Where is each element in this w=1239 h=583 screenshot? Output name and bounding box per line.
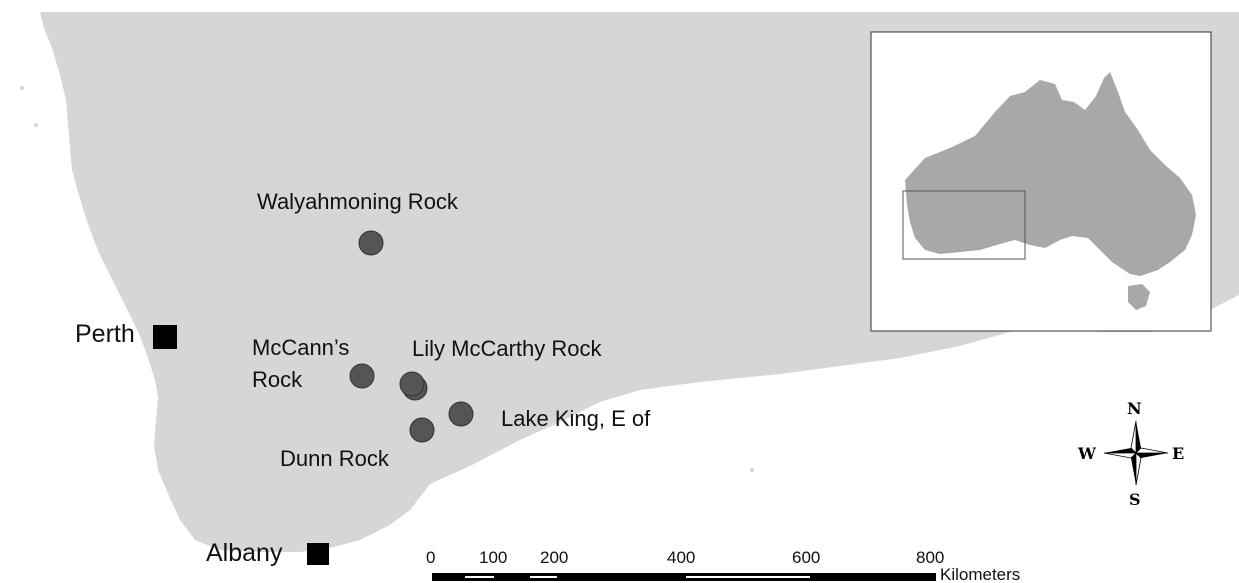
island: [20, 86, 24, 90]
scale-label-400: 400: [667, 548, 696, 567]
scale-label-600: 600: [792, 548, 821, 567]
site-marker-walyahmoning: [358, 230, 384, 256]
inset-study-area-box: [902, 190, 1026, 260]
compass-rose: [1103, 420, 1169, 486]
site-marker-dunn: [409, 417, 435, 443]
site-marker-lily: [399, 371, 425, 397]
scale-label-200: 200: [540, 548, 569, 567]
site-label-lakeking: Lake King, E of: [501, 406, 651, 431]
site-label-dunn: Dunn Rock: [280, 446, 389, 471]
site-marker-lakeking: [448, 401, 474, 427]
site-marker-mccanns: [349, 363, 375, 389]
compass-n: N: [1127, 399, 1142, 418]
scale-label-800: 800: [916, 548, 945, 567]
city-marker-albany: [307, 543, 329, 565]
scale-label-0: 0: [426, 548, 436, 567]
city-label-perth: Perth: [75, 320, 135, 348]
city-label-albany: Albany: [206, 539, 283, 567]
compass-e: E: [1172, 444, 1185, 463]
inset-australia: [905, 72, 1196, 276]
compass-s: S: [1129, 490, 1141, 509]
site-label-lily: Lily McCarthy Rock: [412, 336, 602, 361]
inset-tasmania: [1128, 284, 1150, 310]
scale-label-100: 100: [479, 548, 508, 567]
city-marker-perth: [153, 325, 177, 349]
island: [750, 468, 754, 472]
site-label-walyahmoning: Walyahmoning Rock: [257, 189, 458, 214]
scale-bar: [432, 573, 936, 581]
compass-w: W: [1078, 444, 1096, 463]
scale-units: Kilometers: [940, 565, 1021, 583]
site-label-mccanns: McCann’s Rock: [252, 335, 350, 392]
island: [34, 123, 38, 127]
